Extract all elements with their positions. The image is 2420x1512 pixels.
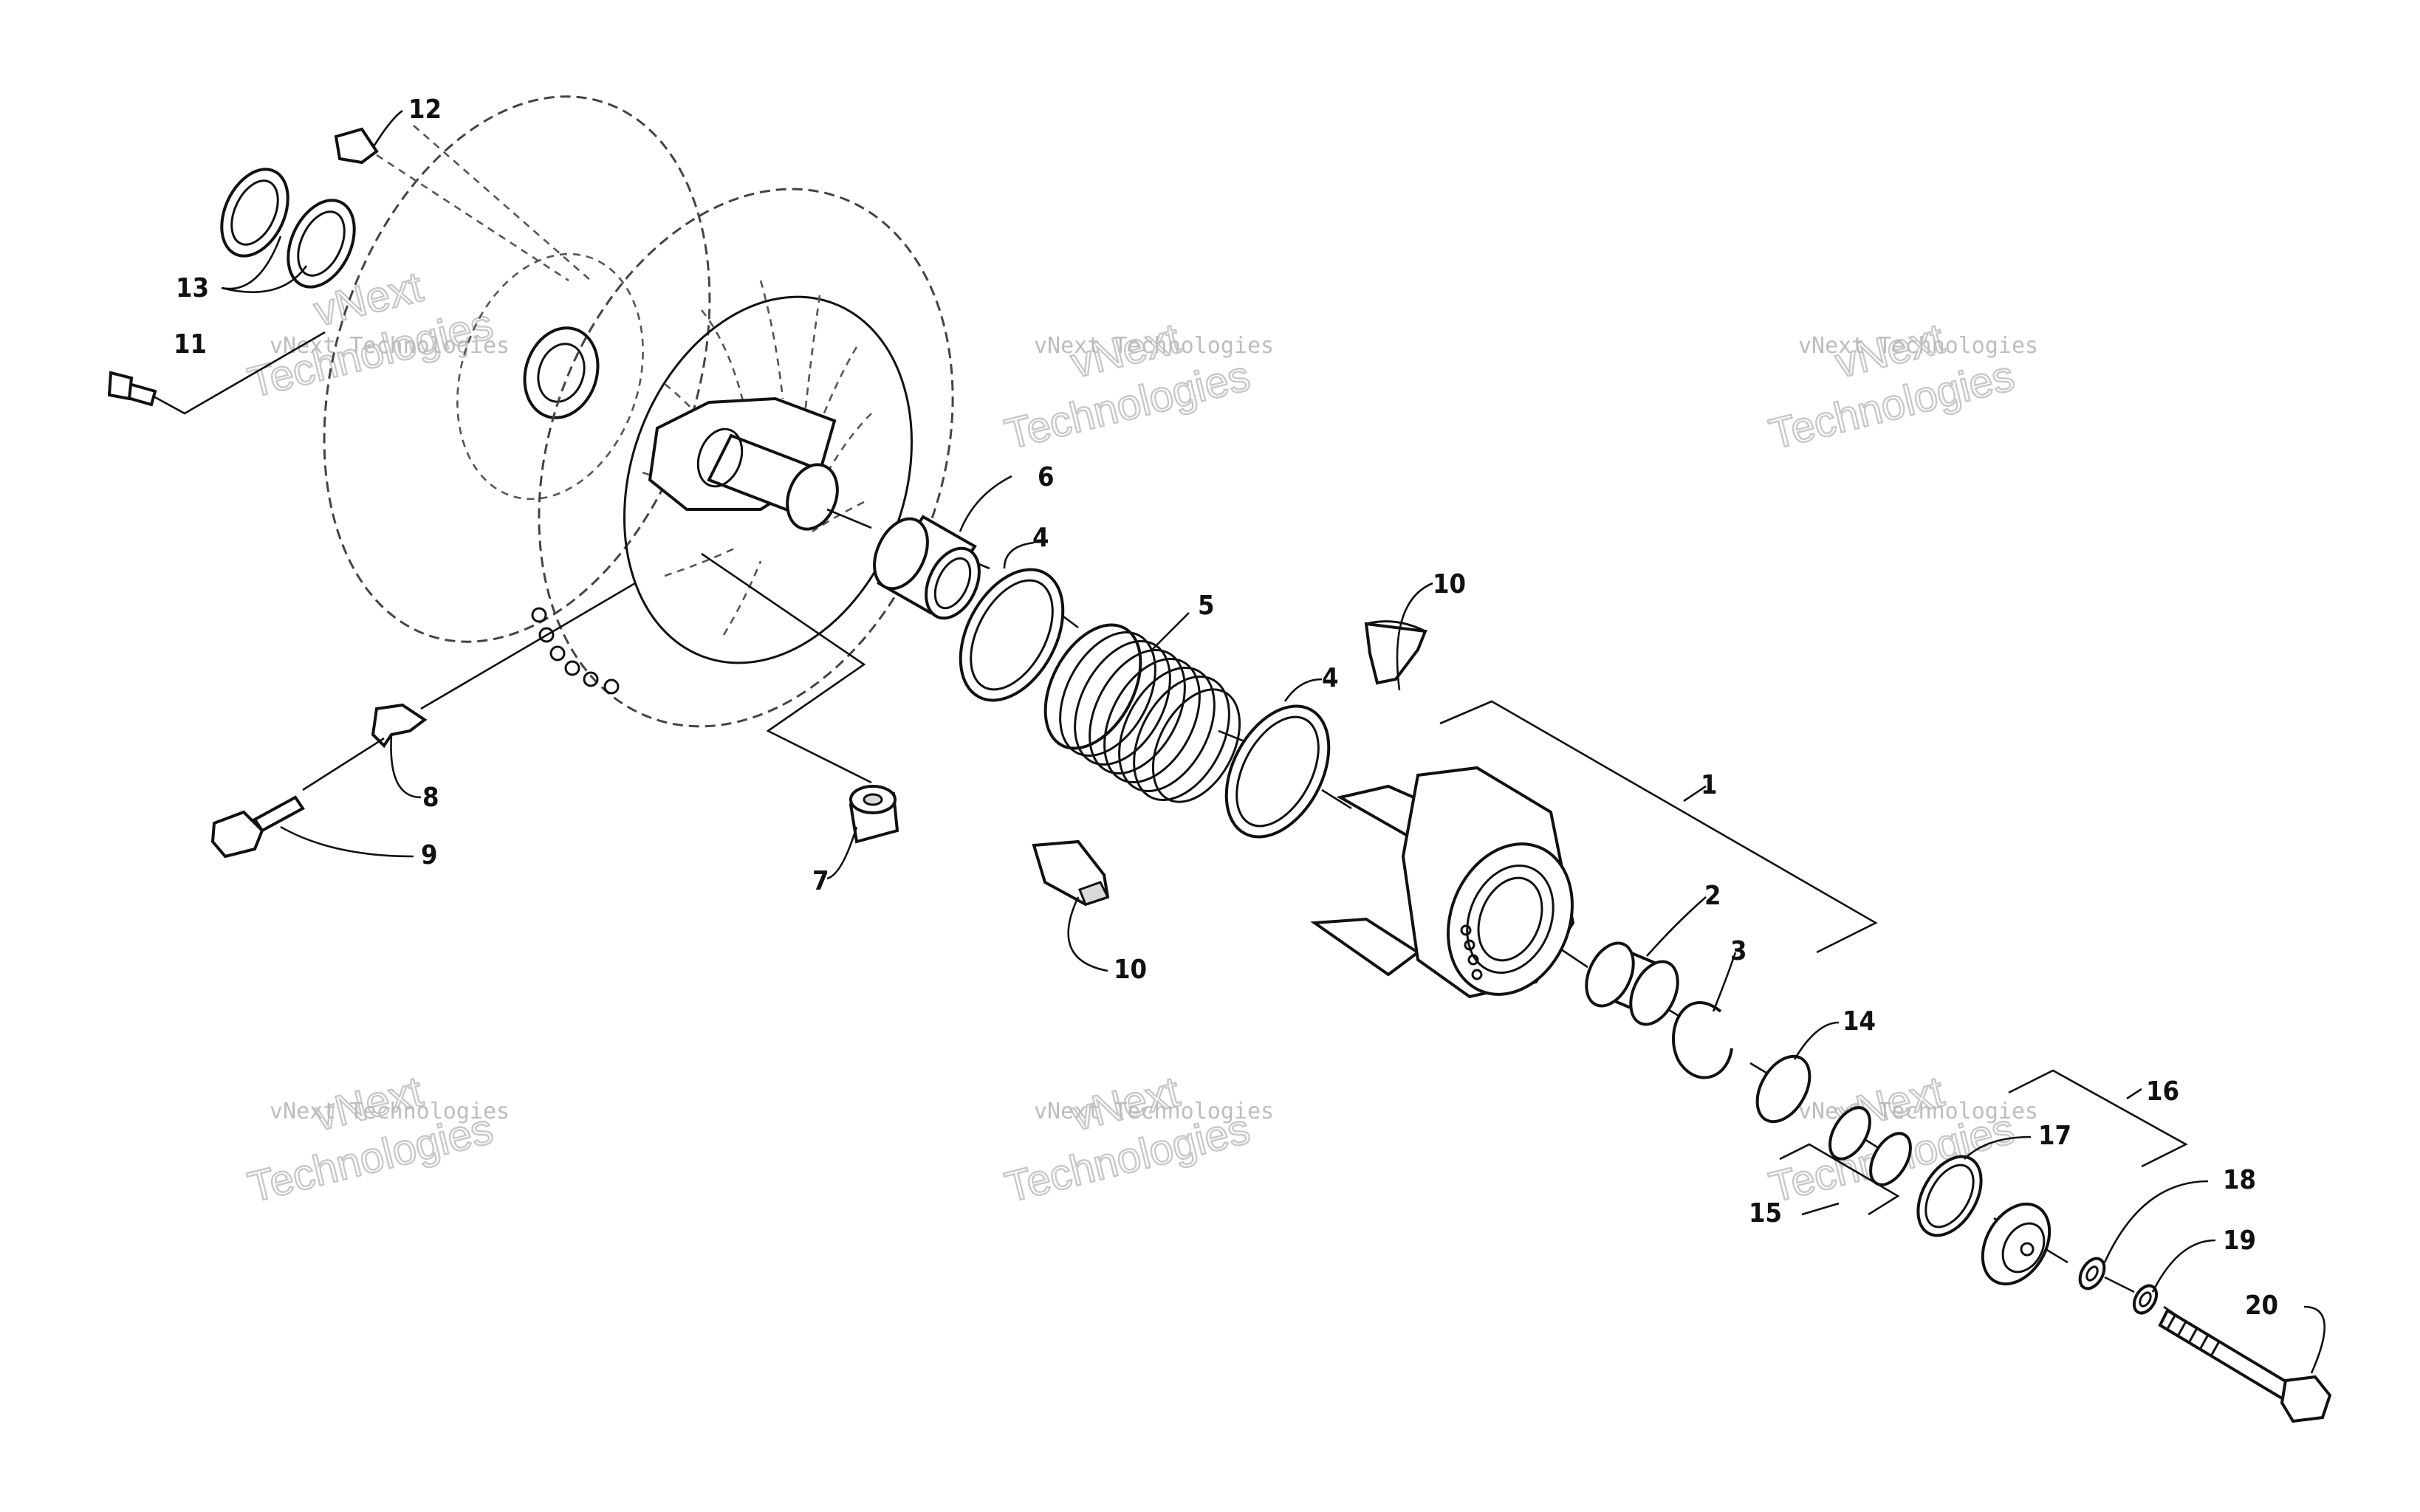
callout-4-second: 4 bbox=[1322, 663, 1339, 693]
callout-3: 3 bbox=[1730, 936, 1747, 966]
callout-labels: 1 2 3 4 5 6 7 8 9 10 11 12 13 14 15 16 1… bbox=[174, 94, 2278, 1321]
part-4-shim-a bbox=[959, 568, 1065, 702]
callout-4: 4 bbox=[1032, 523, 1049, 553]
part-10-shoe-top bbox=[1364, 620, 1427, 685]
part-9-bolt bbox=[210, 795, 305, 859]
part-17-washer bbox=[1916, 1155, 1983, 1237]
part-16-cap bbox=[1981, 1202, 2051, 1286]
callout-16: 16 bbox=[2146, 1076, 2179, 1107]
callout-leaders bbox=[153, 109, 2326, 1374]
part-7-roller bbox=[849, 785, 899, 844]
callout-17: 17 bbox=[2038, 1121, 2071, 1151]
part-3-snap-ring bbox=[1672, 1001, 1733, 1079]
watermark-group: vNext Technologies bbox=[999, 1067, 1255, 1213]
callout-12: 12 bbox=[408, 94, 442, 125]
callout-10: 10 bbox=[1433, 569, 1466, 599]
watermark-text: vNext Technologies bbox=[1034, 333, 1274, 359]
part-20-bolt bbox=[2158, 1308, 2332, 1423]
callout-15: 15 bbox=[1749, 1198, 1782, 1228]
part-4-shim-b bbox=[1224, 704, 1331, 839]
part-5-spring bbox=[1043, 623, 1241, 803]
watermark-group: vNext Technologies bbox=[242, 1067, 498, 1213]
part-18-washer bbox=[2078, 1257, 2106, 1291]
callout-1: 1 bbox=[1701, 770, 1718, 800]
axis-line bbox=[2104, 1276, 2135, 1293]
callout-5: 5 bbox=[1198, 591, 1215, 621]
front-sheave bbox=[531, 188, 954, 728]
part-19-lock-washer bbox=[2132, 1284, 2159, 1315]
callout-18: 18 bbox=[2223, 1165, 2256, 1195]
watermark-text: vNext Technologies bbox=[270, 333, 510, 359]
part-1-cam-assembly bbox=[1310, 766, 1575, 999]
callout-2: 2 bbox=[1704, 881, 1721, 911]
part-6-bushing bbox=[873, 515, 981, 620]
callout-10-second: 10 bbox=[1114, 955, 1147, 985]
axis-line bbox=[1321, 788, 1352, 810]
part-2-bushing bbox=[1585, 941, 1679, 1026]
callout-20: 20 bbox=[2245, 1291, 2278, 1321]
watermark-text: vNext Technologies bbox=[270, 1099, 510, 1124]
watermark-group: vNext Technologies bbox=[1763, 314, 2020, 460]
callout-13: 13 bbox=[176, 273, 209, 303]
part-12-screw bbox=[334, 127, 379, 165]
callout-9: 9 bbox=[421, 840, 438, 870]
watermark-text: vNext Technologies bbox=[1798, 1099, 2038, 1124]
part-13-seals bbox=[220, 168, 356, 289]
callout-7: 7 bbox=[812, 866, 829, 896]
axis-line bbox=[826, 508, 872, 529]
watermark-text: vNext Technologies bbox=[1034, 1099, 1274, 1124]
part-14-o-ring bbox=[1755, 1054, 1811, 1124]
part-11-screw bbox=[107, 371, 157, 407]
watermark-group: vNext Technologies bbox=[999, 314, 1255, 460]
part-10-shoe-bottom bbox=[1032, 839, 1110, 907]
callout-11: 11 bbox=[174, 329, 207, 360]
callout-8: 8 bbox=[422, 783, 439, 813]
callout-19: 19 bbox=[2223, 1226, 2256, 1256]
watermark-group: vNext Technologies bbox=[242, 262, 498, 408]
watermark-text: vNext Technologies bbox=[1798, 333, 2038, 359]
callout-14: 14 bbox=[1843, 1006, 1876, 1037]
callout-6: 6 bbox=[1038, 462, 1055, 492]
bolt-hole-ring bbox=[531, 607, 620, 695]
part-8-clip bbox=[371, 703, 428, 749]
